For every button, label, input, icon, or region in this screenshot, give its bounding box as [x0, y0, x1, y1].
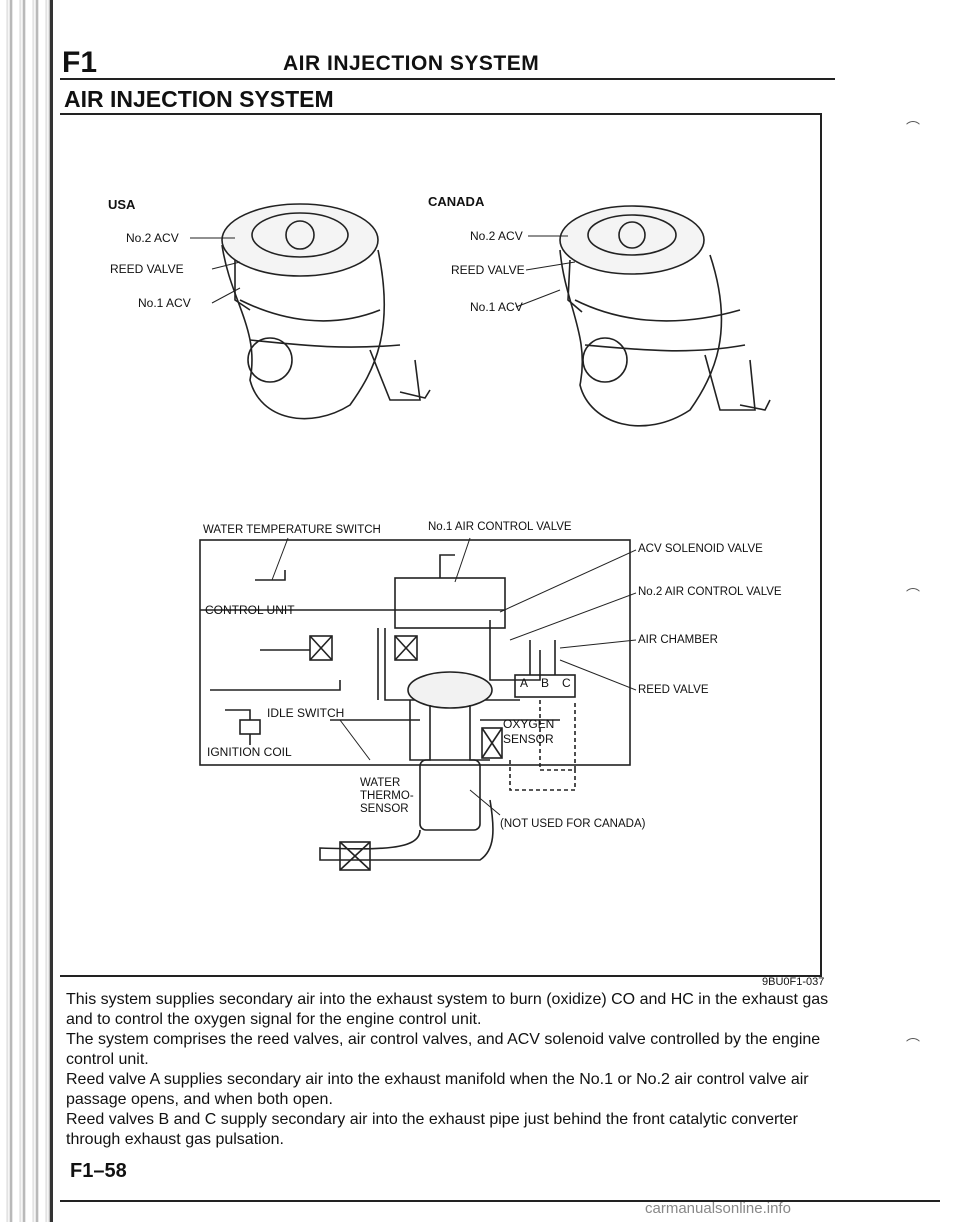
acv-solenoid-valve-label: ACV SOLENOID VALVE [638, 543, 763, 555]
usa-engine-illustration [221, 203, 431, 420]
figure-frame [60, 113, 822, 977]
water-thermosensor-label-line1: WATER [360, 777, 401, 789]
canada-no2-acv-label: No.2 ACV [470, 229, 523, 243]
body-text: This system supplies secondary air into … [66, 990, 836, 1150]
body-paragraph: The system comprises the reed valves, ai… [66, 1031, 821, 1068]
reed-valve-label: REED VALVE [638, 684, 709, 696]
reed-valve-a-label: A [520, 676, 529, 690]
reed-valve-c-label: C [562, 676, 571, 690]
margin-mark: ⌒ [906, 120, 920, 136]
watermark: carmanualsonline.info [645, 1200, 791, 1217]
usa-heading: USA [108, 197, 136, 212]
header-divider [60, 78, 835, 80]
canada-engine-illustration [559, 205, 771, 427]
body-paragraph: This system supplies secondary air into … [66, 991, 829, 1028]
margin-mark: ⌒ [906, 1037, 920, 1053]
usa-reed-valve-label: REED VALVE [110, 262, 184, 276]
page-header-title: AIR INJECTION SYSTEM [283, 52, 540, 75]
reed-valve-b-label: B [541, 676, 550, 690]
binding-spine [50, 0, 53, 1222]
canada-reed-valve-label: REED VALVE [451, 263, 525, 277]
water-thermosensor-label-line3: SENSOR [360, 803, 409, 815]
usa-no1-acv-label: No.1 ACV [138, 296, 191, 310]
figure-id: 9BU0F1-037 [762, 976, 825, 988]
not-used-for-canada-note: (NOT USED FOR CANADA) [500, 818, 646, 830]
system-schematic [199, 539, 631, 871]
water-thermosensor-label-line2: THERMO- [360, 790, 414, 802]
page-number: F1–58 [70, 1160, 127, 1182]
ignition-coil-label: IGNITION COIL [207, 745, 292, 759]
margin-mark: ⌒ [906, 587, 920, 603]
usa-leader-lines [190, 237, 241, 304]
figure-box-title: AIR INJECTION SYSTEM [64, 86, 334, 112]
footer-divider [60, 1200, 940, 1202]
section-number: F1 [62, 46, 98, 79]
control-unit-label: CONTROL UNIT [205, 603, 295, 617]
oxygen-sensor-label-line2: SENSOR [503, 732, 554, 746]
no2-air-control-valve-label: No.2 AIR CONTROL VALVE [638, 586, 782, 598]
canada-no1-acv-label: No.1 ACV [470, 300, 523, 314]
canada-leader-lines [515, 235, 576, 308]
body-paragraph: Reed valves B and C supply secondary air… [66, 1111, 798, 1148]
idle-switch-label: IDLE SWITCH [267, 706, 345, 720]
oxygen-sensor-label-line1: OXYGEN [503, 717, 555, 731]
air-chamber-label: AIR CHAMBER [638, 634, 718, 646]
no1-air-control-valve-label: No.1 AIR CONTROL VALVE [428, 521, 572, 533]
schematic-leader-lines [271, 537, 637, 816]
usa-no2-acv-label: No.2 ACV [126, 231, 179, 245]
page-binding-edge [0, 0, 58, 1222]
body-paragraph: Reed valve A supplies secondary air into… [66, 1071, 809, 1108]
canada-heading: CANADA [428, 194, 485, 209]
water-temperature-switch-label: WATER TEMPERATURE SWITCH [203, 524, 381, 536]
